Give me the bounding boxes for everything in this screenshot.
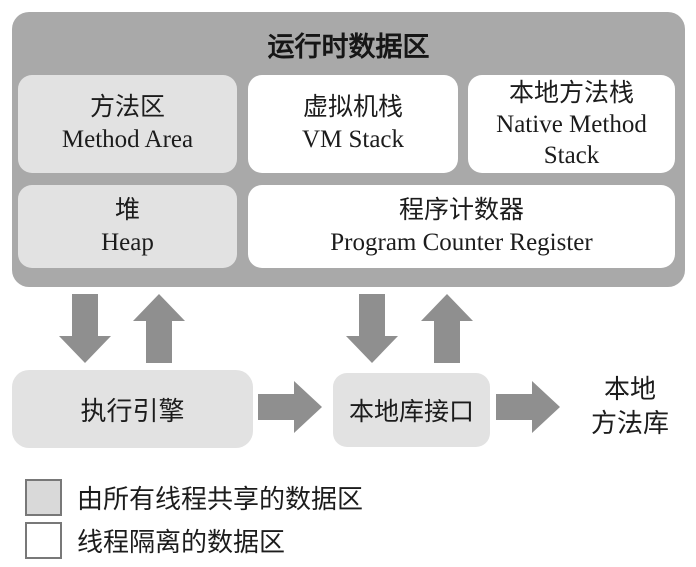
method-area-box: 方法区 Method Area: [18, 75, 237, 173]
native-library-interface-box: 本地库接口: [333, 373, 490, 447]
down-arrow-icon: [346, 294, 398, 363]
legend: 由所有线程共享的数据区 线程隔离的数据区: [25, 478, 363, 564]
up-arrow-icon: [133, 294, 185, 363]
execution-engine-label: 执行引擎: [80, 396, 185, 426]
runtime-data-area-container: 运行时数据区 方法区 Method Area 虚拟机栈 VM Stack 本地方…: [12, 12, 685, 287]
right-arrow-icon: [496, 381, 560, 433]
legend-shared-label: 由所有线程共享的数据区: [77, 484, 364, 514]
legend-item-shared: 由所有线程共享的数据区: [25, 478, 363, 516]
method-area-label-en: Method Area: [61, 126, 194, 153]
execution-engine-box: 执行引擎: [12, 370, 253, 448]
runtime-data-area-title: 运行时数据区: [267, 32, 430, 62]
vertical-arrows-group: [59, 294, 473, 363]
pc-register-box: 程序计数器 Program Counter Register: [248, 185, 675, 268]
native-method-library-line1: 本地: [603, 375, 656, 404]
vm-stack-label-en: VM Stack: [301, 126, 405, 153]
native-library-interface-label: 本地库接口: [348, 399, 474, 426]
method-area-label-zh: 方法区: [89, 94, 165, 121]
vm-stack-label-zh: 虚拟机栈: [302, 94, 403, 121]
vm-stack-box: 虚拟机栈 VM Stack: [248, 75, 458, 173]
pc-register-label-zh: 程序计数器: [398, 196, 524, 224]
native-method-stack-label-zh: 本地方法栈: [508, 79, 634, 107]
native-method-stack-box: 本地方法栈 Native Method Stack: [468, 75, 675, 173]
up-arrow-icon: [421, 294, 473, 363]
native-method-library-label: 本地 方法库: [565, 373, 695, 441]
down-arrow-icon: [59, 294, 111, 363]
legend-isolated-label: 线程隔离的数据区: [77, 527, 286, 557]
right-arrow-icon: [258, 381, 322, 433]
legend-item-isolated: 线程隔离的数据区: [25, 521, 363, 559]
native-method-library-line2: 方法库: [590, 409, 669, 438]
heap-label-en: Heap: [101, 228, 154, 256]
pc-register-label-en: Program Counter Register: [330, 228, 593, 256]
heap-box: 堆 Heap: [18, 185, 237, 268]
shared-area-swatch: [25, 478, 62, 516]
native-method-stack-label-en: Native Method Stack: [496, 110, 647, 169]
heap-label-zh: 堆: [114, 196, 140, 224]
isolated-area-swatch: [25, 521, 62, 559]
